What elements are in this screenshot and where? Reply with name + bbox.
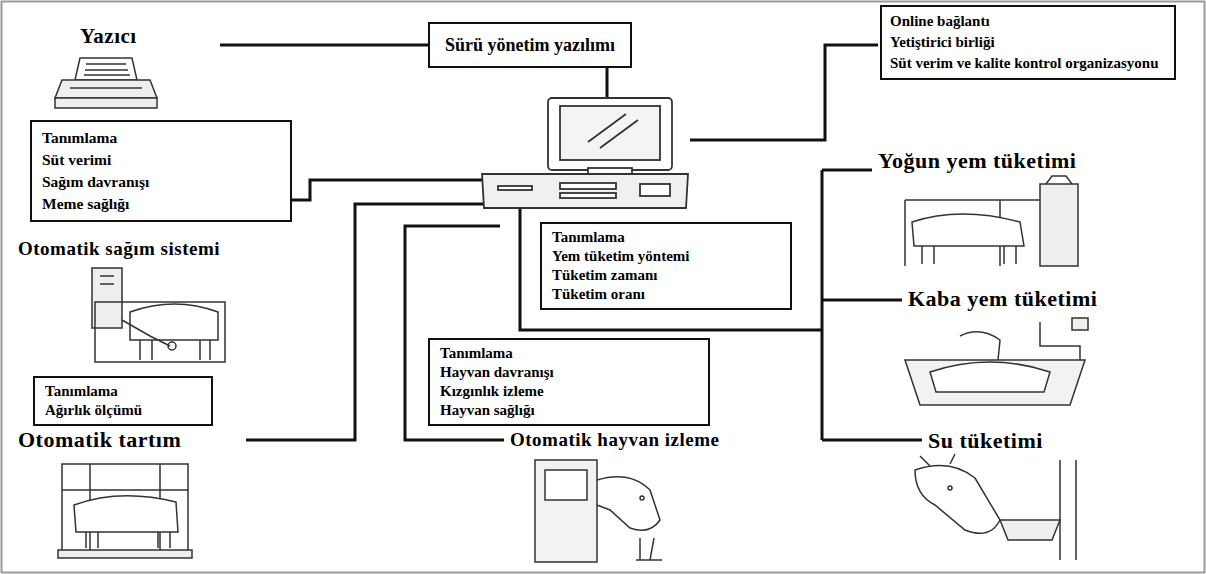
box-text: Süt verimi [42, 149, 280, 171]
wires [220, 45, 922, 440]
roughage-feeder-icon [905, 318, 1088, 405]
box-text: Yem tüketim yöntemi [552, 247, 780, 266]
box-text: Tanımlama [45, 382, 201, 401]
milking-robot-icon [92, 268, 225, 362]
device-label: Otomatik hayvan izleme [510, 429, 719, 451]
feed-data-box: TanımlamaYem tüketim yöntemiTüketim zama… [540, 222, 792, 310]
software-box: Sürü yönetim yazılımı [428, 22, 632, 68]
box-text: Tüketim oranı [552, 285, 780, 304]
milking-data-box: TanımlamaSüt verimiSağım davranışıMeme s… [30, 120, 292, 222]
box-text: Sürü yönetim yazılımı [438, 34, 622, 56]
device-label: Yazıcı [80, 24, 137, 49]
computer-icon [482, 98, 688, 208]
weight-data-box: TanımlamaAğırlık ölçümü [33, 376, 213, 426]
device-label: Otomatik sağım sistemi [18, 238, 220, 260]
box-text: Tüketim zamanı [552, 266, 780, 285]
box-text: Tanımlama [552, 228, 780, 247]
weighing-scale-icon [58, 464, 192, 558]
box-text: Yetiştirici birliği [890, 32, 1166, 53]
device-label: Otomatik tartım [18, 427, 181, 453]
monitor-data-box: TanımlamaHayvan davranışıKızgınlık izlem… [428, 338, 710, 426]
box-text: Online bağlantı [890, 11, 1166, 32]
box-text: Süt verim ve kalite kontrol organizasyon… [890, 53, 1166, 74]
device-label: Kaba yem tüketimi [908, 286, 1097, 312]
water-bowl-icon [915, 454, 1076, 560]
device-label: Su tüketimi [928, 428, 1043, 454]
device-label: Yoğun yem tüketimi [878, 148, 1076, 174]
box-text: Tanımlama [440, 344, 698, 363]
box-text: Hayvan davranışı [440, 363, 698, 382]
concentrate-feeder-icon [905, 176, 1078, 266]
box-text: Tanımlama [42, 127, 280, 149]
box-text: Kızgınlık izleme [440, 382, 698, 401]
box-text: Hayvan sağlığı [440, 401, 698, 420]
box-text: Ağırlık ölçümü [45, 401, 201, 420]
box-text: Sağım davranışı [42, 171, 280, 193]
animal-monitor-icon [535, 460, 662, 562]
connection-box: Online bağlantıYetiştirici birliğiSüt ve… [880, 5, 1176, 80]
printer-icon [55, 58, 157, 108]
box-text: Meme sağlığı [42, 193, 280, 215]
